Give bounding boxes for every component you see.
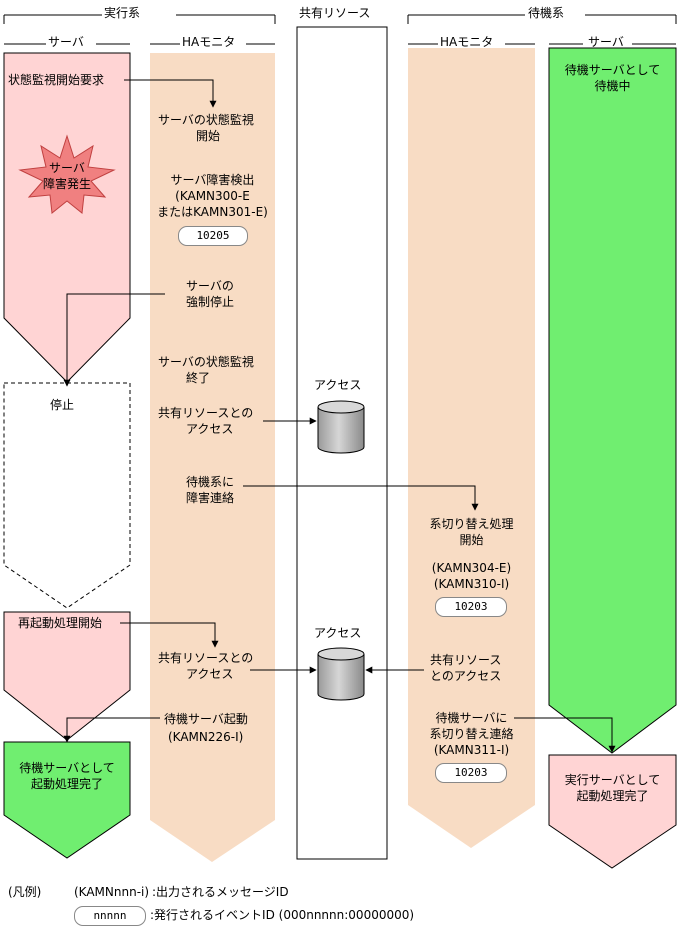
switchover-notify-label-3: (KAMN311-I) (433, 743, 510, 757)
database-icon (317, 647, 365, 701)
legend-msg-sample: (KAMNnnn-i) (74, 885, 150, 899)
run-complete-label-2: 起動処理完了 (576, 789, 649, 803)
failure-burst-label-1: サーバ (49, 161, 85, 175)
legend-msg-desc: :出力されるメッセージID (152, 885, 289, 899)
active-ha-monitor-bar (150, 53, 275, 862)
failure-detect-label-1: サーバ障害検出 (170, 173, 255, 187)
access-1-label-1: 共有リソースとの (158, 406, 254, 420)
switchover-notify-label-1: 待機サーバに (435, 711, 508, 725)
run-complete-label-1: 実行サーバとして (564, 773, 661, 787)
force-stop-label-2: 強制停止 (186, 295, 235, 309)
standby-start-label-1: 待機サーバ起動 (164, 712, 248, 726)
event-id-badge: 10203 (435, 597, 507, 617)
failure-detect-label-2: (KAMN300-E (175, 189, 250, 203)
standby-access-label-1: 共有リソース (430, 653, 502, 667)
switchover-msg-1: (KAMN304-E) (431, 561, 512, 575)
active-complete-label-2: 起動処理完了 (30, 777, 103, 791)
notify-standby-label-2: 障害連絡 (186, 491, 235, 505)
header-standby-ha-monitor: HAモニタ (440, 35, 494, 49)
standby-waiting-label-2: 待機中 (594, 79, 631, 93)
monitor-start-label-2: 開始 (196, 129, 221, 143)
switchover-start-label-1: 系切り替え処理 (429, 517, 514, 531)
switchover-msg-2: (KAMN310-I) (433, 577, 510, 591)
event-id-badge: 10205 (178, 226, 248, 246)
failure-burst-label-2: 障害発生 (42, 177, 91, 191)
standby-start-label-2: (KAMN226-I) (168, 730, 244, 744)
header-active-system: 実行系 (104, 6, 141, 20)
standby-ha-monitor-bar (408, 48, 535, 848)
monitor-start-label-1: サーバの状態監視 (158, 113, 254, 127)
access-2-label-2: アクセス (186, 667, 234, 681)
start-request-label: 状態監視開始要求 (8, 73, 105, 87)
header-standby-server: サーバ (588, 35, 624, 49)
monitor-end-label-1: サーバの状態監視 (158, 355, 254, 369)
database-icon (317, 400, 365, 454)
failure-burst-shape (18, 134, 116, 214)
arrow-force-stop (63, 293, 165, 387)
header-shared-resource: 共有リソース (299, 6, 371, 20)
notify-standby-label-1: 待機系に (186, 475, 235, 489)
access-2-label-1: 共有リソースとの (158, 651, 254, 665)
arrow-start-request (124, 79, 217, 108)
active-complete-label-1: 待機サーバとして (19, 761, 115, 775)
failure-detect-label-3: またはKAMN301-E) (157, 205, 268, 219)
access-label-1: アクセス (314, 378, 362, 392)
standby-server-bar (548, 47, 677, 754)
legend-title: (凡例) (8, 885, 42, 899)
active-server-bar-2 (3, 611, 131, 741)
stopped-label: 停止 (50, 398, 75, 412)
header-active-server: サーバ (48, 35, 84, 49)
header-lines (3, 14, 677, 45)
arrow-standby-start (63, 717, 160, 743)
active-server-complete-box (3, 741, 131, 859)
standby-access-label-2: とのアクセス (430, 669, 502, 683)
active-server-stopped-bar (3, 382, 131, 609)
monitor-end-label-2: 終了 (186, 371, 211, 385)
standby-server-complete-box (548, 754, 677, 869)
legend-event-sample: nnnnn (74, 906, 146, 926)
arrow-switchover-notify (514, 717, 616, 753)
standby-waiting-label-1: 待機サーバとして (564, 63, 661, 77)
force-stop-label-1: サーバの (186, 279, 234, 293)
access-label-2: アクセス (314, 626, 362, 640)
switchover-start-label-2: 開始 (459, 533, 484, 547)
access-1-label-2: アクセス (186, 422, 234, 436)
switchover-notify-label-2: 系切り替え連絡 (429, 727, 514, 741)
arrow-notify-standby (243, 485, 479, 511)
header-active-ha-monitor: HAモニタ (182, 35, 236, 49)
active-server-bar-1 (3, 52, 131, 383)
legend-event-desc: :発行されるイベントID (000nnnnn:00000000) (150, 908, 415, 922)
header-standby-system: 待機系 (528, 6, 565, 20)
restart-start-label: 再起動処理開始 (18, 616, 103, 630)
event-id-badge: 10203 (435, 763, 507, 783)
arrow-restart (120, 622, 219, 648)
